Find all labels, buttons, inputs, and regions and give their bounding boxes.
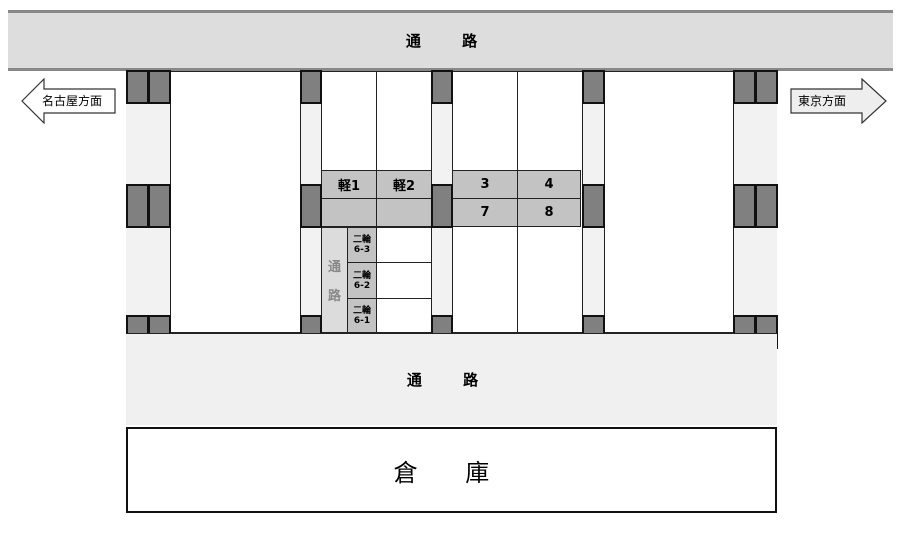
inner-passage: 通 路 <box>321 227 348 333</box>
bike-area <box>376 262 432 299</box>
top-road-label: 通 路 <box>405 32 496 50</box>
pillar <box>126 70 149 104</box>
bike-number: 6-1 <box>353 315 371 326</box>
pillar <box>582 184 605 228</box>
left-arrow-icon: 名古屋方面 <box>20 77 118 125</box>
pillar <box>431 70 453 104</box>
slot-label: 軽1 <box>337 179 361 194</box>
bike-number: 6-3 <box>353 245 371 255</box>
warehouse-label: 倉 庫 <box>393 458 510 487</box>
slot-kei1[interactable]: 軽1 <box>321 170 377 199</box>
pillar <box>300 70 322 104</box>
bottom-road-label: 通 路 <box>406 371 497 389</box>
pillar <box>582 70 605 104</box>
parking-area <box>376 71 432 171</box>
pillar <box>431 184 453 228</box>
passage-char: 路 <box>327 289 341 304</box>
pillar <box>733 70 756 104</box>
pillar <box>148 70 171 104</box>
pillar <box>126 184 149 228</box>
right-arrow-icon: 東京方面 <box>790 77 888 125</box>
warehouse: 倉 庫 <box>126 427 777 513</box>
bike-label: 二輪 <box>352 270 371 281</box>
passage-char: 通 <box>327 260 341 275</box>
bike-area <box>376 227 432 263</box>
pillar <box>755 70 778 104</box>
pillar <box>755 184 778 228</box>
bike-label: 二輪 <box>352 305 371 316</box>
slot-kei2[interactable]: 軽2 <box>376 170 432 199</box>
slot-8[interactable]: 8 <box>517 198 581 227</box>
direction-left-label: 名古屋方面 <box>42 94 103 108</box>
parking-area <box>170 71 301 333</box>
bottom-road: 通 路 <box>126 333 777 425</box>
bike-area <box>376 298 432 333</box>
slot-label: 7 <box>480 205 490 220</box>
bike-label: 二輪 <box>352 235 371 245</box>
slot-7[interactable]: 7 <box>452 198 518 227</box>
slot-blank <box>376 198 432 227</box>
slot-label: 軽2 <box>392 179 416 194</box>
parking-area <box>604 71 734 333</box>
slot-label: 4 <box>544 177 554 192</box>
pillar <box>300 184 322 228</box>
slot-label: 8 <box>544 205 554 220</box>
parking-area <box>321 71 377 171</box>
slot-4[interactable]: 4 <box>517 170 581 199</box>
direction-right-label: 東京方面 <box>798 94 847 108</box>
top-road: 通 路 <box>8 10 893 71</box>
pillar <box>148 184 171 228</box>
pillar <box>733 184 756 228</box>
slot-label: 3 <box>480 177 490 192</box>
slot-blank <box>321 198 377 227</box>
slot-3[interactable]: 3 <box>452 170 518 199</box>
bike-number: 6-2 <box>353 280 371 291</box>
